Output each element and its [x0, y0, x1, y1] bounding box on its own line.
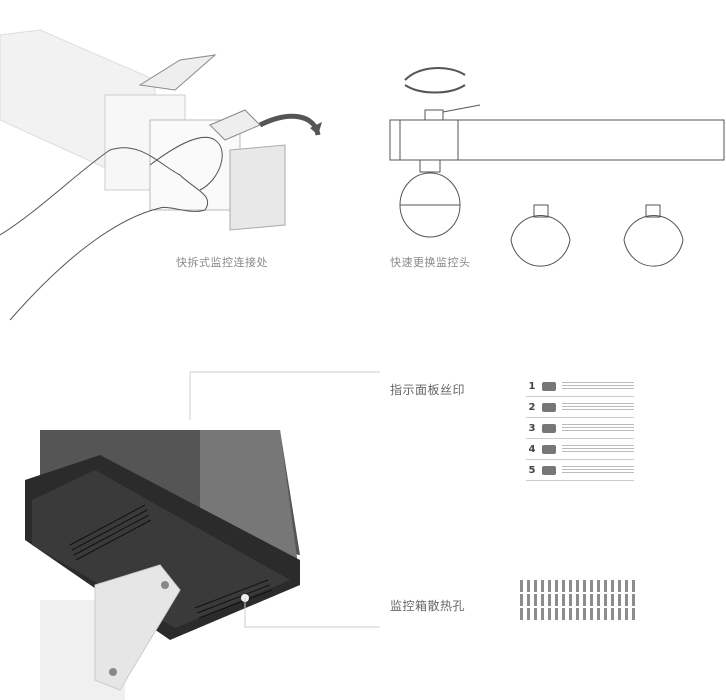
- vent-slot: [555, 594, 558, 606]
- label-quick-release: 快拆式监控连接处: [176, 256, 268, 269]
- vent-slot: [632, 594, 635, 606]
- vent-slot: [527, 608, 530, 620]
- vent-slot: [541, 580, 544, 592]
- vent-slot: [548, 580, 551, 592]
- vent-slot: [569, 594, 572, 606]
- panel-row: 3: [526, 418, 634, 439]
- vent-slot: [520, 594, 523, 606]
- panel-row: 4: [526, 439, 634, 460]
- vent-slot: [604, 580, 607, 592]
- vent-slot: [576, 608, 579, 620]
- vent-slot: [534, 594, 537, 606]
- vent-slot: [569, 580, 572, 592]
- vent-slot: [569, 608, 572, 620]
- vent-slot: [597, 580, 600, 592]
- vent-slot: [611, 608, 614, 620]
- vent-slot: [611, 594, 614, 606]
- indicator-icon: [542, 423, 556, 433]
- vent-slot: [632, 608, 635, 620]
- quick-replace-illustration: [389, 67, 725, 267]
- quick-release-illustration: [0, 29, 322, 321]
- vent-slot: [555, 580, 558, 592]
- vent-slot: [541, 594, 544, 606]
- vent-slot: [590, 594, 593, 606]
- indicator-icon: [542, 465, 556, 475]
- vent-slot: [534, 608, 537, 620]
- vent-slot: [618, 580, 621, 592]
- panel-row: 2: [526, 397, 634, 418]
- label-quick-replace: 快速更换监控头: [390, 256, 471, 269]
- label-indicator-panel: 指示面板丝印: [390, 383, 466, 397]
- vent-slot: [604, 608, 607, 620]
- vent-slot: [611, 580, 614, 592]
- vent-slot: [590, 608, 593, 620]
- vent-slot: [527, 580, 530, 592]
- vent-slot: [520, 580, 523, 592]
- indicator-icon: [542, 444, 556, 454]
- panel-row: 5: [526, 460, 634, 481]
- vent-slot: [632, 580, 635, 592]
- vent-slot: [583, 594, 586, 606]
- vent-slot: [541, 608, 544, 620]
- vent-slot: [597, 608, 600, 620]
- vent-slot: [590, 580, 593, 592]
- panel-row: 1: [526, 376, 634, 397]
- vent-slot: [583, 608, 586, 620]
- label-vent-holes: 监控箱散热孔: [390, 599, 466, 613]
- vent-slot: [562, 594, 565, 606]
- vent-housing-illustration: [25, 371, 380, 700]
- vent-slot: [576, 580, 579, 592]
- vent-slot: [548, 594, 551, 606]
- vent-slot: [548, 608, 551, 620]
- vent-slot: [625, 580, 628, 592]
- vent-slot: [576, 594, 579, 606]
- vent-slot: [527, 594, 530, 606]
- vent-slot: [625, 594, 628, 606]
- vent-slot: [597, 594, 600, 606]
- indicator-icon: [542, 381, 556, 391]
- indicator-icon: [542, 402, 556, 412]
- vent-slot: [625, 608, 628, 620]
- indicator-panel-print: 1 2 3 4 5: [526, 376, 634, 481]
- vent-slot: [520, 608, 523, 620]
- vent-pattern: [520, 580, 638, 620]
- vent-slot: [555, 608, 558, 620]
- vent-slot: [604, 594, 607, 606]
- vent-slot: [562, 580, 565, 592]
- vent-slot: [583, 580, 586, 592]
- vent-slot: [618, 594, 621, 606]
- vent-slot: [534, 580, 537, 592]
- vent-slot: [562, 608, 565, 620]
- vent-slot: [618, 608, 621, 620]
